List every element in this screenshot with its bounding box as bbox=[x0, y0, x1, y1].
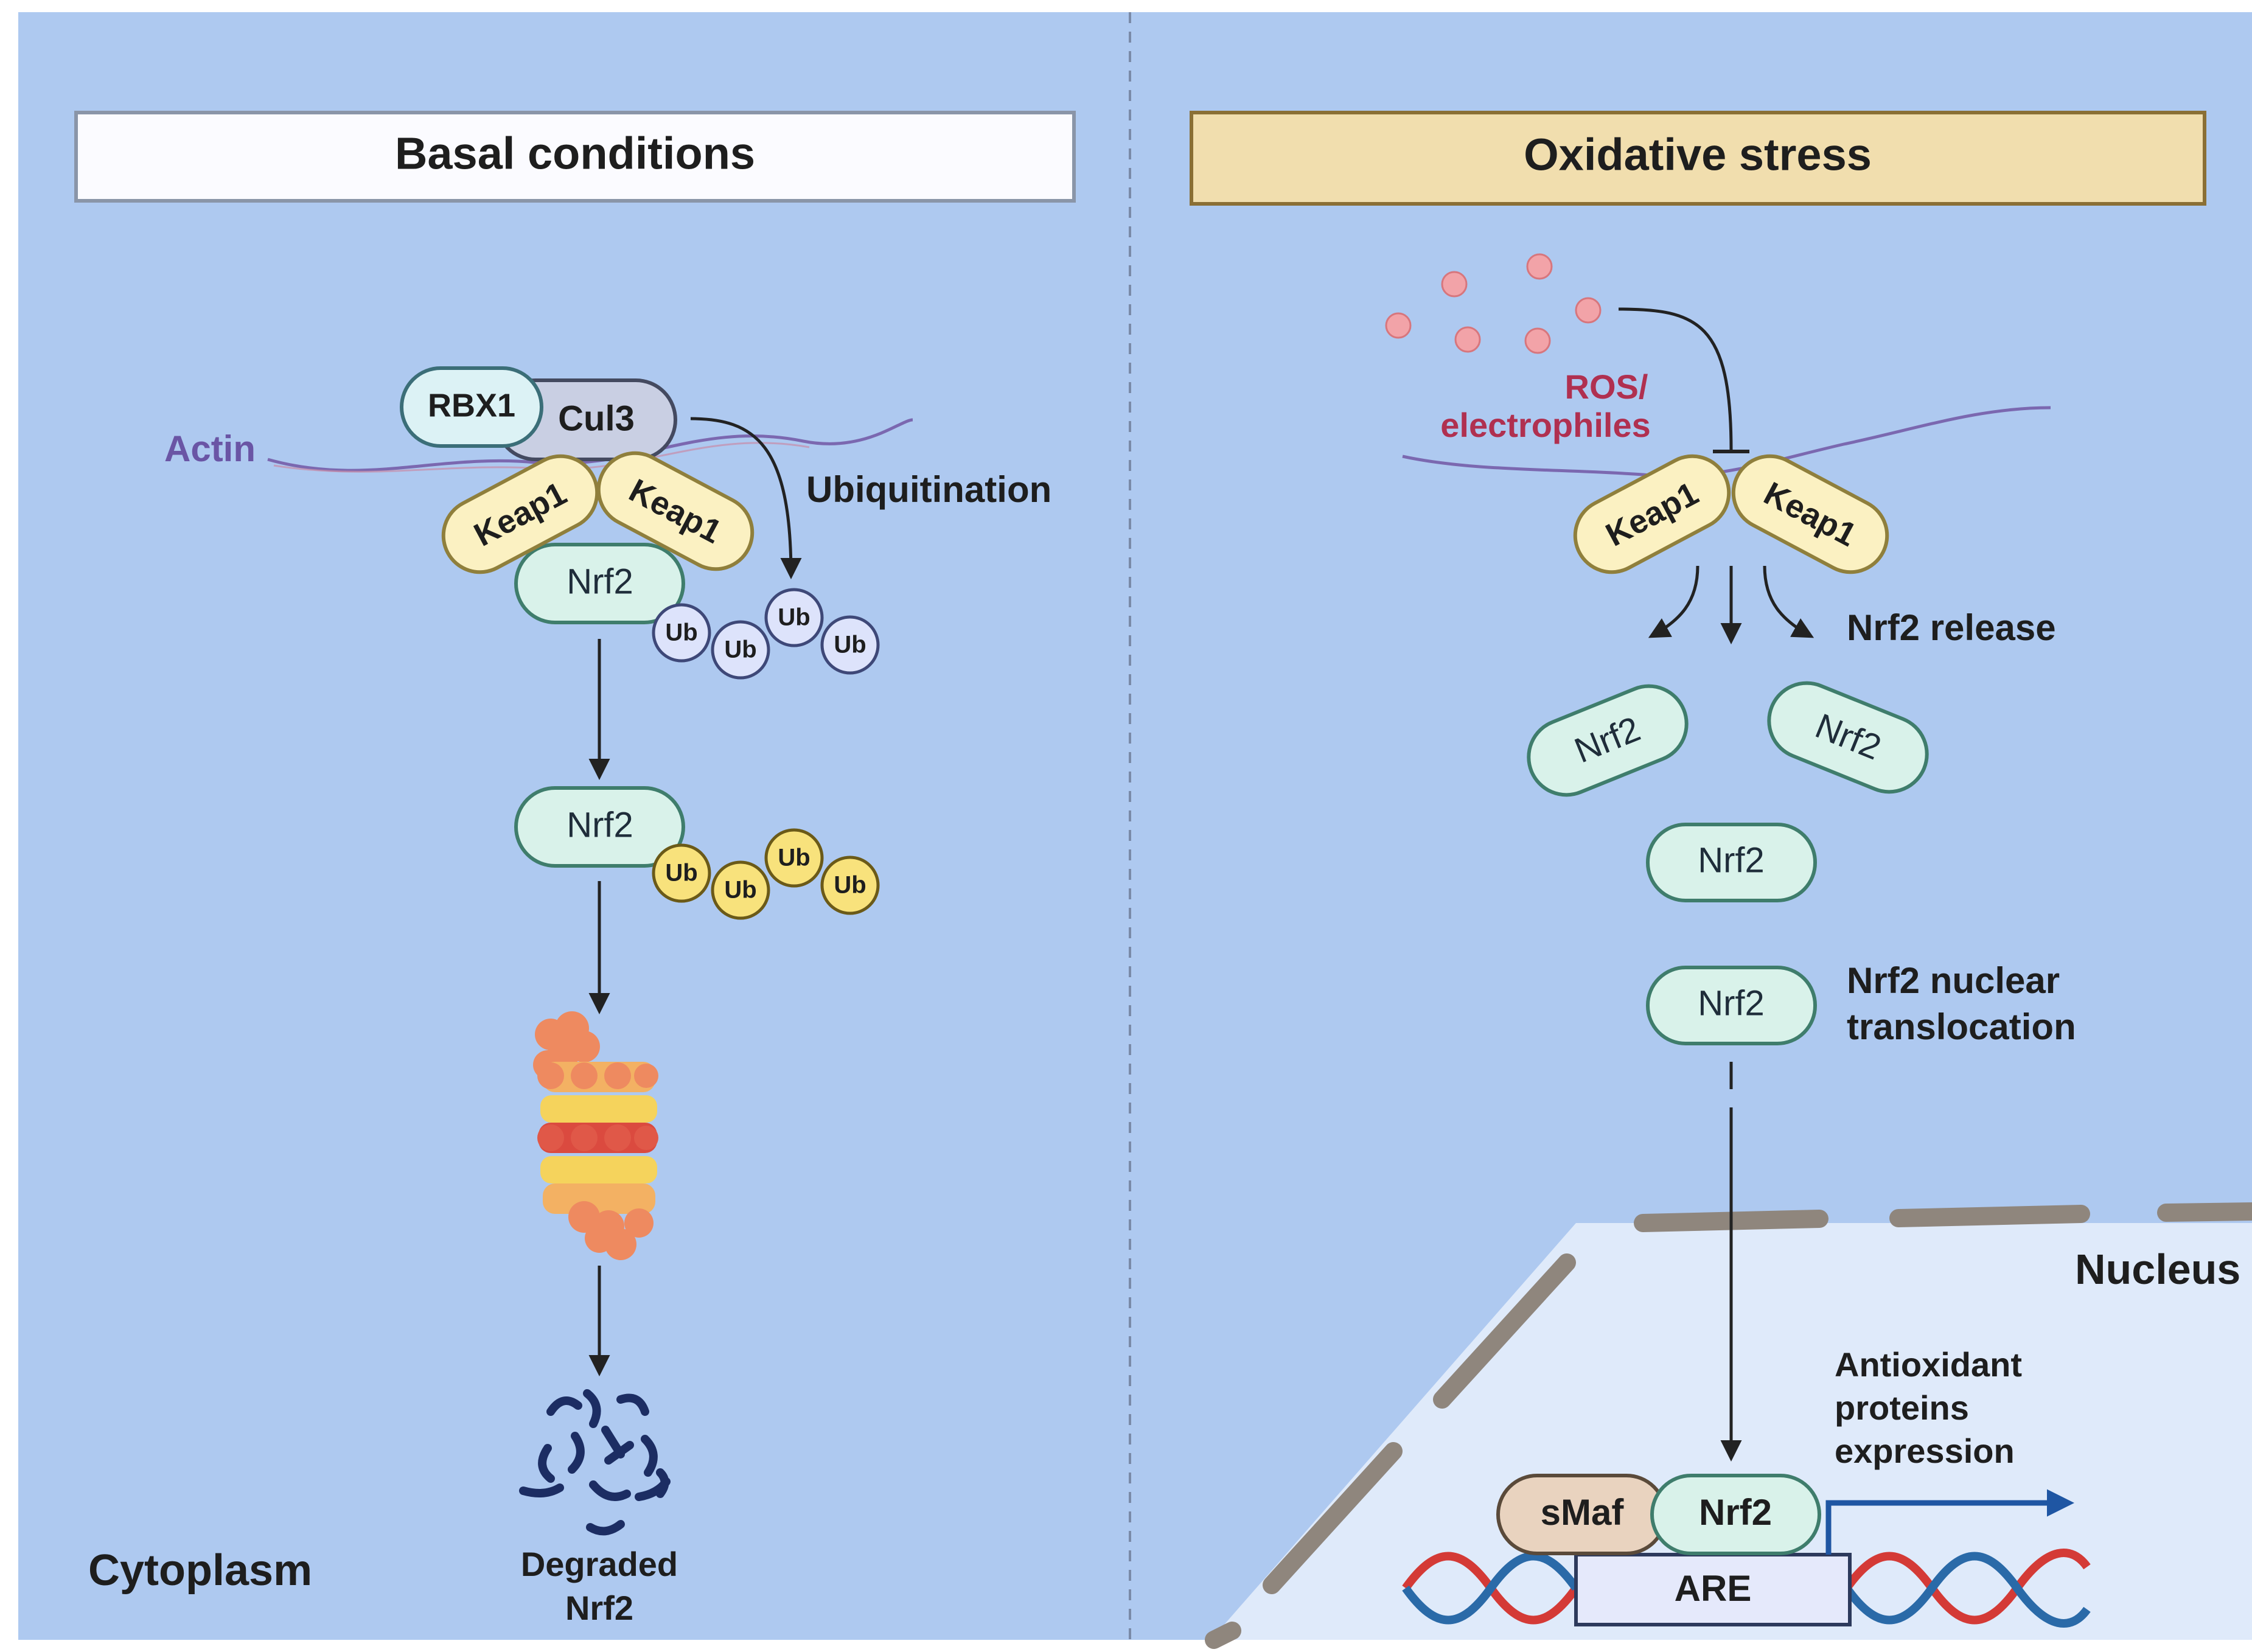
ros-dot bbox=[1526, 253, 1553, 280]
dna-helix bbox=[1402, 1549, 2091, 1628]
ros-electrophiles bbox=[1385, 253, 1602, 354]
ub-bead bbox=[652, 603, 711, 663]
right-panel: Oxidative stress Nucleus ROS/ electrophi… bbox=[1190, 111, 2252, 1649]
antioxidant-label-line2: proteins bbox=[1835, 1389, 1969, 1427]
ros-label-line2: electrophiles bbox=[1440, 406, 1650, 444]
actin-filament-right bbox=[1402, 406, 2051, 478]
nrf2-bound-keap1 bbox=[514, 543, 685, 624]
right-panel-header bbox=[1190, 111, 2206, 206]
ros-dot bbox=[1385, 312, 1412, 339]
left-panel-title: Basal conditions bbox=[395, 128, 755, 179]
ub-chain-light: Ub Ub Ub Ub bbox=[652, 588, 880, 680]
cytoplasm-label: Cytoplasm bbox=[88, 1546, 312, 1595]
nuclear-envelope bbox=[1205, 1202, 2252, 1649]
nrf2-label: Nrf2 bbox=[1698, 840, 1765, 880]
ub-label: Ub bbox=[724, 636, 756, 663]
left-panel-header bbox=[74, 111, 1076, 203]
antioxidant-label-line1: Antioxidant bbox=[1835, 1345, 2022, 1384]
nrf2-free-center bbox=[1646, 823, 1817, 902]
translocation-label-line1: Nrf2 nuclear bbox=[1847, 960, 2060, 1001]
nrf2-nuclear-label: Nrf2 bbox=[1699, 1492, 1772, 1533]
ros-dot bbox=[1454, 326, 1481, 353]
nrf2-release-label: Nrf2 release bbox=[1847, 607, 2056, 648]
release-arrow-left bbox=[1648, 565, 1699, 638]
translocation-label-line2: translocation bbox=[1847, 1006, 2076, 1047]
ub-bead bbox=[764, 828, 824, 888]
nucleus-label: Nucleus bbox=[2075, 1246, 2240, 1293]
degraded-label-line2: Nrf2 bbox=[565, 1589, 633, 1627]
nrf2-translocating bbox=[1646, 966, 1817, 1045]
left-panel: Basal conditions Actin Cul3 RBX1 Nrf2 Ke… bbox=[74, 111, 1076, 1627]
ubiquitination-arrow bbox=[690, 417, 802, 579]
ub-label: Ub bbox=[778, 604, 810, 631]
proteasome bbox=[533, 1011, 658, 1260]
ub-chain-yellow: Ub Ub Ub Ub bbox=[652, 828, 880, 920]
ubiquitination-label: Ubiquitination bbox=[806, 469, 1051, 510]
ub-bead bbox=[764, 588, 824, 647]
degraded-label-line1: Degraded bbox=[521, 1545, 678, 1583]
ub-bead bbox=[820, 615, 880, 675]
cul3-label: Cul3 bbox=[558, 399, 635, 438]
ub-bead bbox=[711, 860, 770, 920]
right-panel-title: Oxidative stress bbox=[1524, 130, 1872, 180]
ros-label-line1: ROS/ bbox=[1565, 368, 1648, 406]
nrf2-ubiquitinated-label: Nrf2 bbox=[566, 805, 633, 845]
ros-inhibition-line bbox=[1618, 307, 1733, 451]
ub-bead bbox=[820, 856, 880, 915]
antioxidant-label-line3: expression bbox=[1835, 1432, 2015, 1470]
ub-label: Ub bbox=[834, 872, 866, 899]
ub-label: Ub bbox=[665, 860, 697, 887]
degraded-nrf2-fragments bbox=[519, 1389, 671, 1536]
ub-label: Ub bbox=[665, 619, 697, 646]
ub-label: Ub bbox=[724, 877, 756, 904]
nrf2-label: Nrf2 bbox=[1698, 983, 1765, 1023]
nrf2-free-right: Nrf2 bbox=[1767, 681, 1929, 794]
actin-label: Actin bbox=[164, 428, 256, 469]
rbx1-protein bbox=[400, 366, 543, 448]
ub-bead bbox=[711, 620, 770, 680]
transcription-arrow bbox=[1825, 1489, 2074, 1555]
ub-label: Ub bbox=[778, 845, 810, 871]
ros-dot bbox=[1441, 271, 1468, 298]
are-label: ARE bbox=[1675, 1568, 1752, 1609]
release-arrow-right bbox=[1763, 565, 1814, 638]
nrf2-nuclear bbox=[1650, 1474, 1821, 1555]
ub-bead bbox=[652, 843, 711, 903]
ros-dot bbox=[1524, 327, 1551, 354]
nrf2-ubiquitinated bbox=[514, 786, 685, 868]
rbx1-label: RBX1 bbox=[428, 387, 515, 423]
nrf2-bound-label: Nrf2 bbox=[566, 562, 633, 601]
ros-dot bbox=[1575, 297, 1602, 324]
nrf2-free-left: Nrf2 bbox=[1527, 684, 1689, 797]
ub-label: Ub bbox=[834, 632, 866, 658]
smaf-label: sMaf bbox=[1541, 1492, 1625, 1533]
